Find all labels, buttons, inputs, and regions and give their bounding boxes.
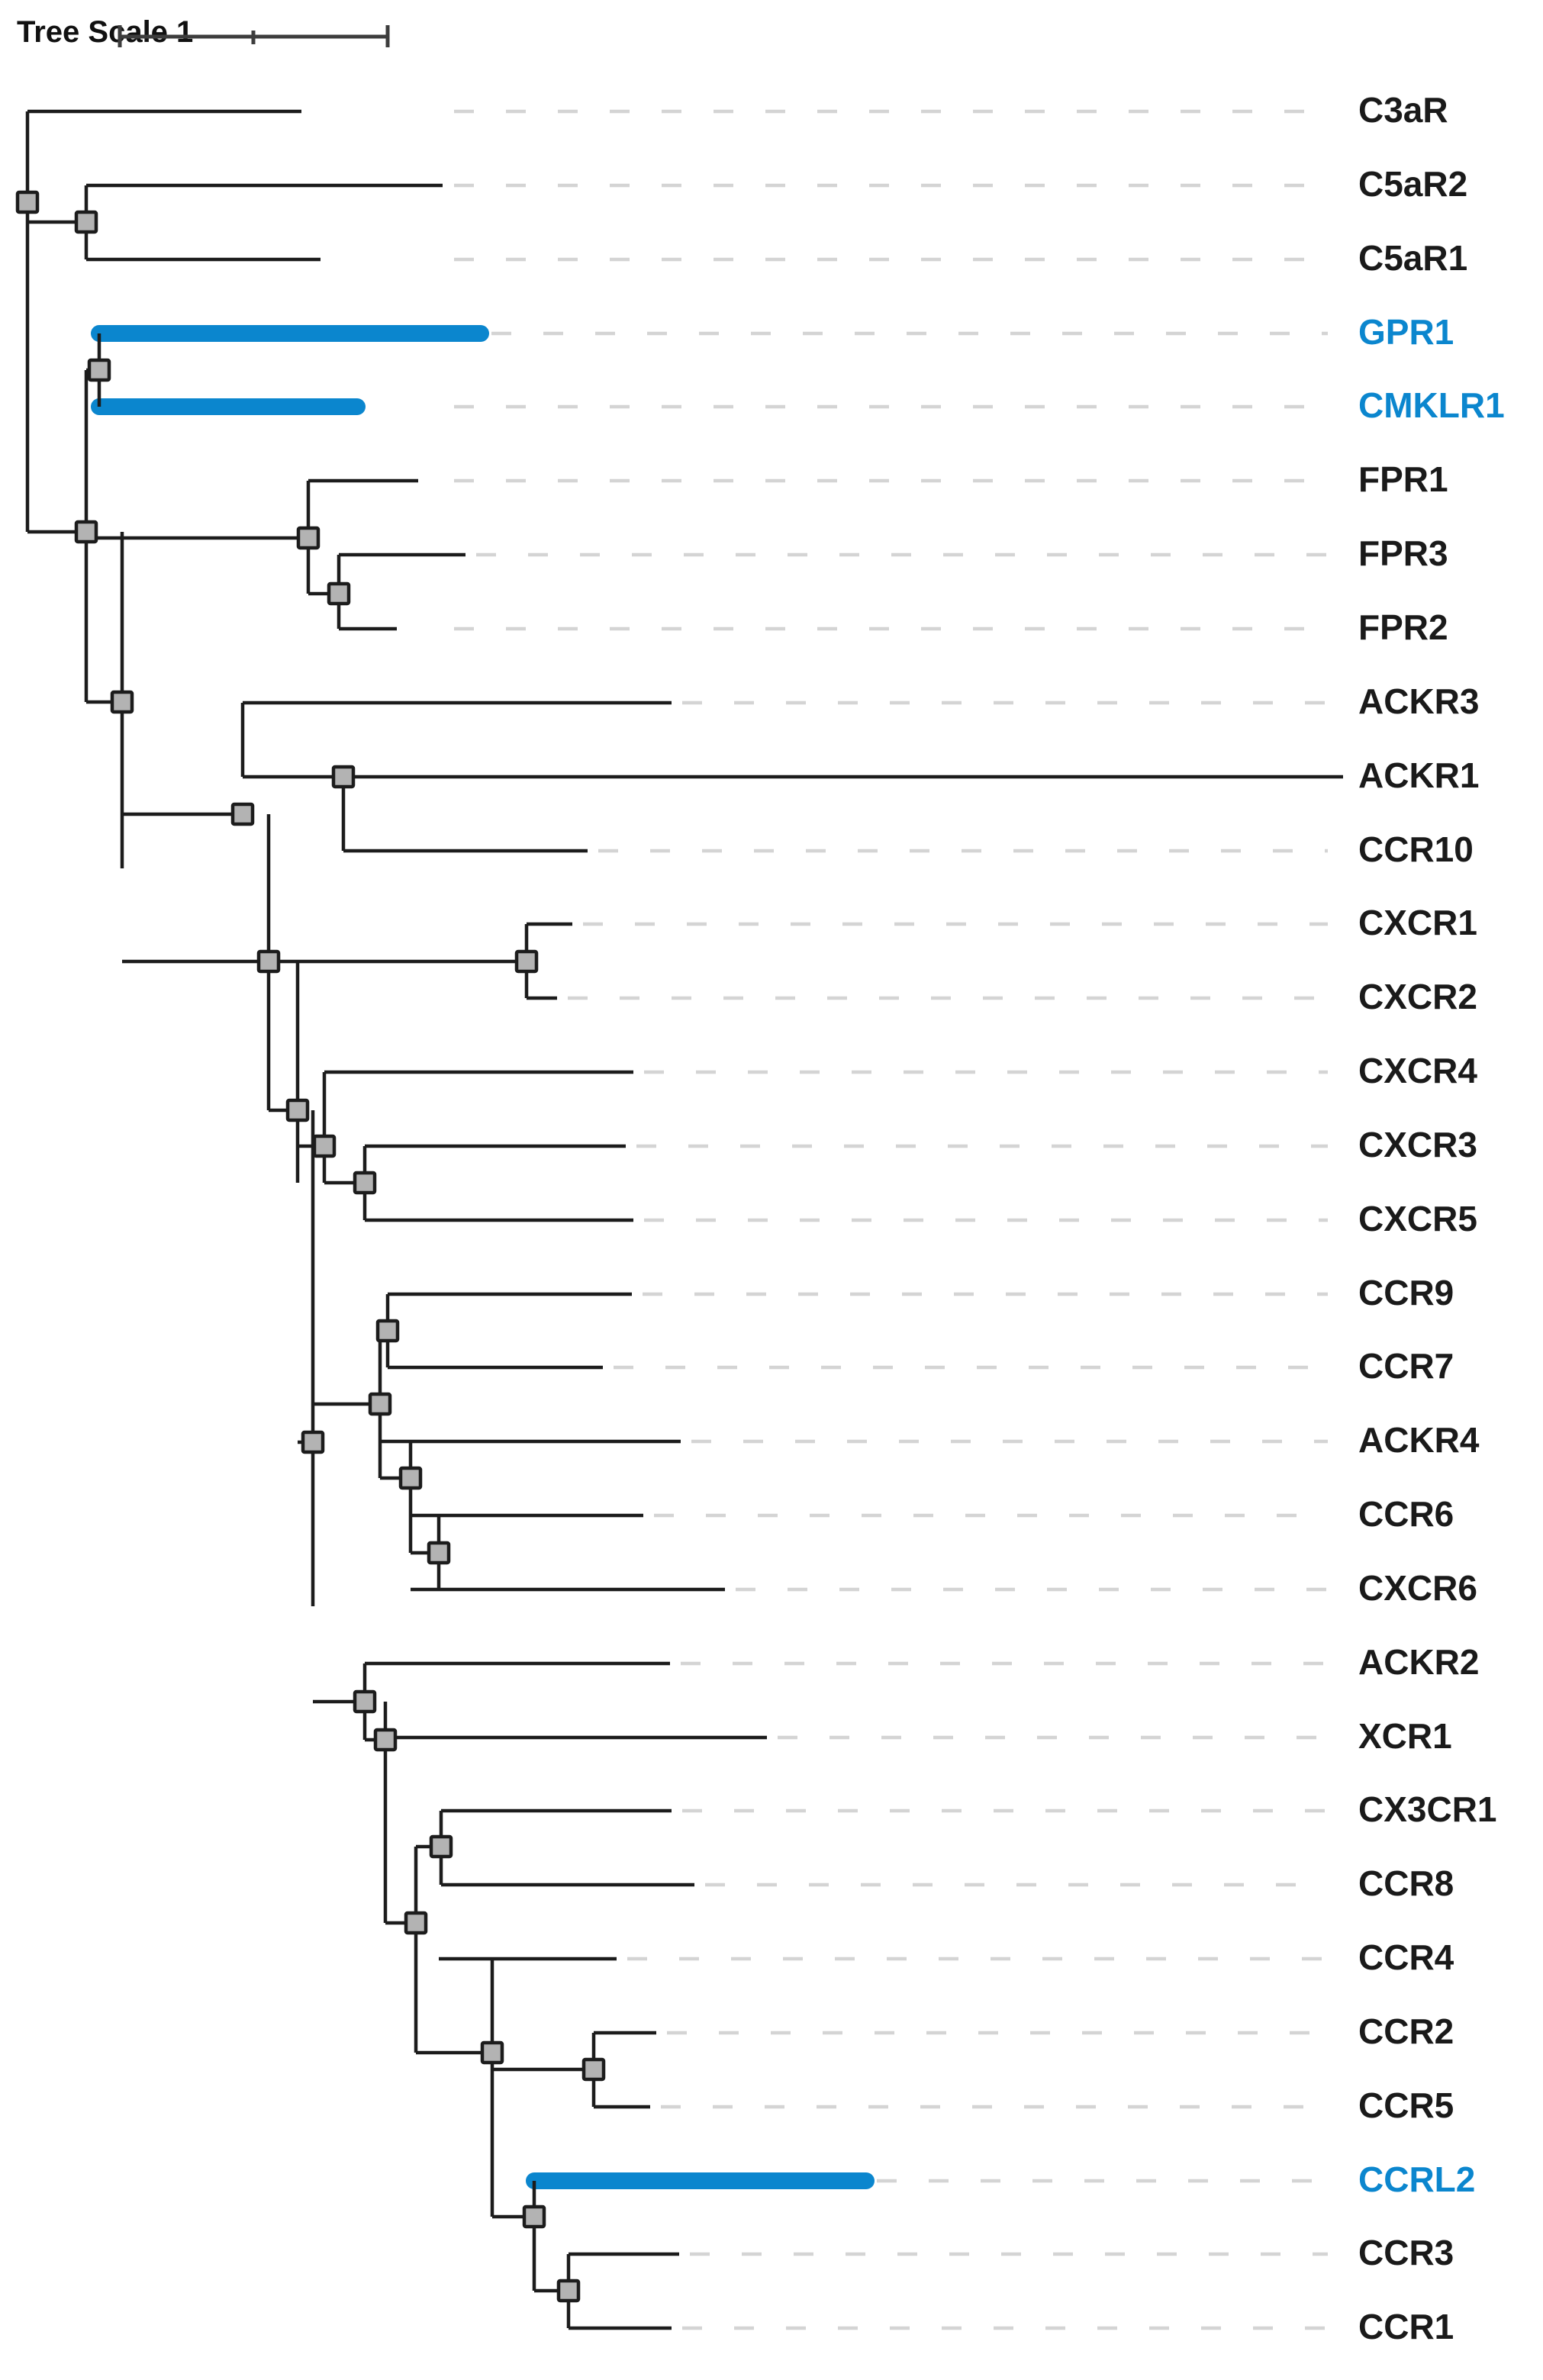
leaf-label-CXCR3: CXCR3 — [1358, 1125, 1477, 1164]
internal-node-n_a — [74, 520, 98, 544]
leaf-label-CXCR4: CXCR4 — [1358, 1051, 1477, 1090]
internal-node-root — [15, 190, 40, 214]
leaf-label-CMKLR1: CMKLR1 — [1358, 385, 1505, 425]
internal-node-n_chem — [87, 358, 111, 382]
leaf-label-CXCR6: CXCR6 — [1358, 1568, 1477, 1608]
leaf-label-CXCR5: CXCR5 — [1358, 1199, 1477, 1238]
leaf-label-C5aR2: C5aR2 — [1358, 164, 1467, 204]
internal-node-n_cxc12 — [514, 949, 539, 974]
scale-bar: Tree Scale 1 — [17, 15, 390, 49]
internal-node-n_i — [373, 1728, 398, 1752]
leaf-label-FPR1: FPR1 — [1358, 459, 1448, 499]
leaf-label-XCR1: XCR1 — [1358, 1716, 1452, 1756]
leaf-label-GPR1: GPR1 — [1358, 312, 1454, 352]
leaf-label-CCR7: CCR7 — [1358, 1346, 1454, 1386]
internal-node-n_ccr97 — [375, 1319, 400, 1343]
internal-nodes — [15, 190, 606, 2303]
internal-node-n_ack2 — [331, 765, 356, 789]
internal-node-n_cxc35 — [353, 1171, 377, 1195]
internal-node-n_c5a — [74, 210, 98, 234]
leaf-label-CXCR1: CXCR1 — [1358, 903, 1477, 942]
leaf-label-CCR6: CCR6 — [1358, 1494, 1454, 1534]
internal-node-n_j — [404, 1911, 428, 1935]
scale-bar-rule — [118, 25, 390, 47]
internal-node-n_k — [480, 2040, 504, 2065]
internal-node-n_cxc4 — [312, 1134, 337, 1158]
leaf-label-C3aR: C3aR — [1358, 90, 1448, 130]
leaf-label-CCRL2: CCRL2 — [1358, 2159, 1475, 2199]
leaf-label-ACKR3: ACKR3 — [1358, 681, 1479, 721]
leaf-label-FPR3: FPR3 — [1358, 533, 1448, 573]
leaf-label-CXCR2: CXCR2 — [1358, 977, 1477, 1016]
internal-node-n_cx3 — [429, 1834, 453, 1859]
leaf-label-ACKR2: ACKR2 — [1358, 1642, 1479, 1682]
internal-node-n_fpr — [296, 526, 321, 550]
internal-node-n_l — [522, 2204, 546, 2229]
leaf-label-CX3CR1: CX3CR1 — [1358, 1789, 1497, 1829]
internal-node-n_ccr31 — [556, 2279, 581, 2303]
internal-node-n_b — [110, 690, 134, 714]
internal-node-n_f — [368, 1392, 392, 1416]
leaf-label-CCR1: CCR1 — [1358, 2307, 1454, 2346]
internal-node-n_e — [301, 1430, 325, 1454]
leaf-label-C5aR1: C5aR1 — [1358, 238, 1467, 278]
internal-node-n_d — [285, 1098, 310, 1122]
internal-node-n_ccr6x — [427, 1541, 451, 1565]
leaf-label-ACKR1: ACKR1 — [1358, 755, 1479, 795]
leaf-label-FPR2: FPR2 — [1358, 607, 1448, 647]
leaf-label-CCR4: CCR4 — [1358, 1937, 1454, 1977]
internal-node-n_ccr25 — [581, 2057, 606, 2082]
leader-dashes — [454, 109, 1328, 2330]
leaf-label-CCR3: CCR3 — [1358, 2233, 1454, 2272]
tree-branches — [25, 109, 1343, 2330]
internal-node-n_h — [353, 1689, 377, 1714]
leaf-label-CCR8: CCR8 — [1358, 1863, 1454, 1903]
leaf-label-CCR5: CCR5 — [1358, 2085, 1454, 2125]
internal-node-n_ack — [230, 802, 255, 826]
leaf-label-CCR10: CCR10 — [1358, 829, 1474, 869]
leaf-label-ACKR4: ACKR4 — [1358, 1420, 1480, 1460]
leaf-label-CCR2: CCR2 — [1358, 2011, 1454, 2051]
leaf-labels: C3aR C5aR2C5aR1GPR1CMKLR1FPR1FPR3FPR2ACKR… — [1358, 90, 1505, 2346]
leaf-label-CCR9: CCR9 — [1358, 1273, 1454, 1312]
internal-node-n_fpr2 — [327, 581, 351, 606]
internal-node-n_c — [256, 949, 281, 974]
internal-node-n_g — [398, 1466, 423, 1490]
scale-bar-label: Tree Scale 1 — [17, 15, 193, 49]
